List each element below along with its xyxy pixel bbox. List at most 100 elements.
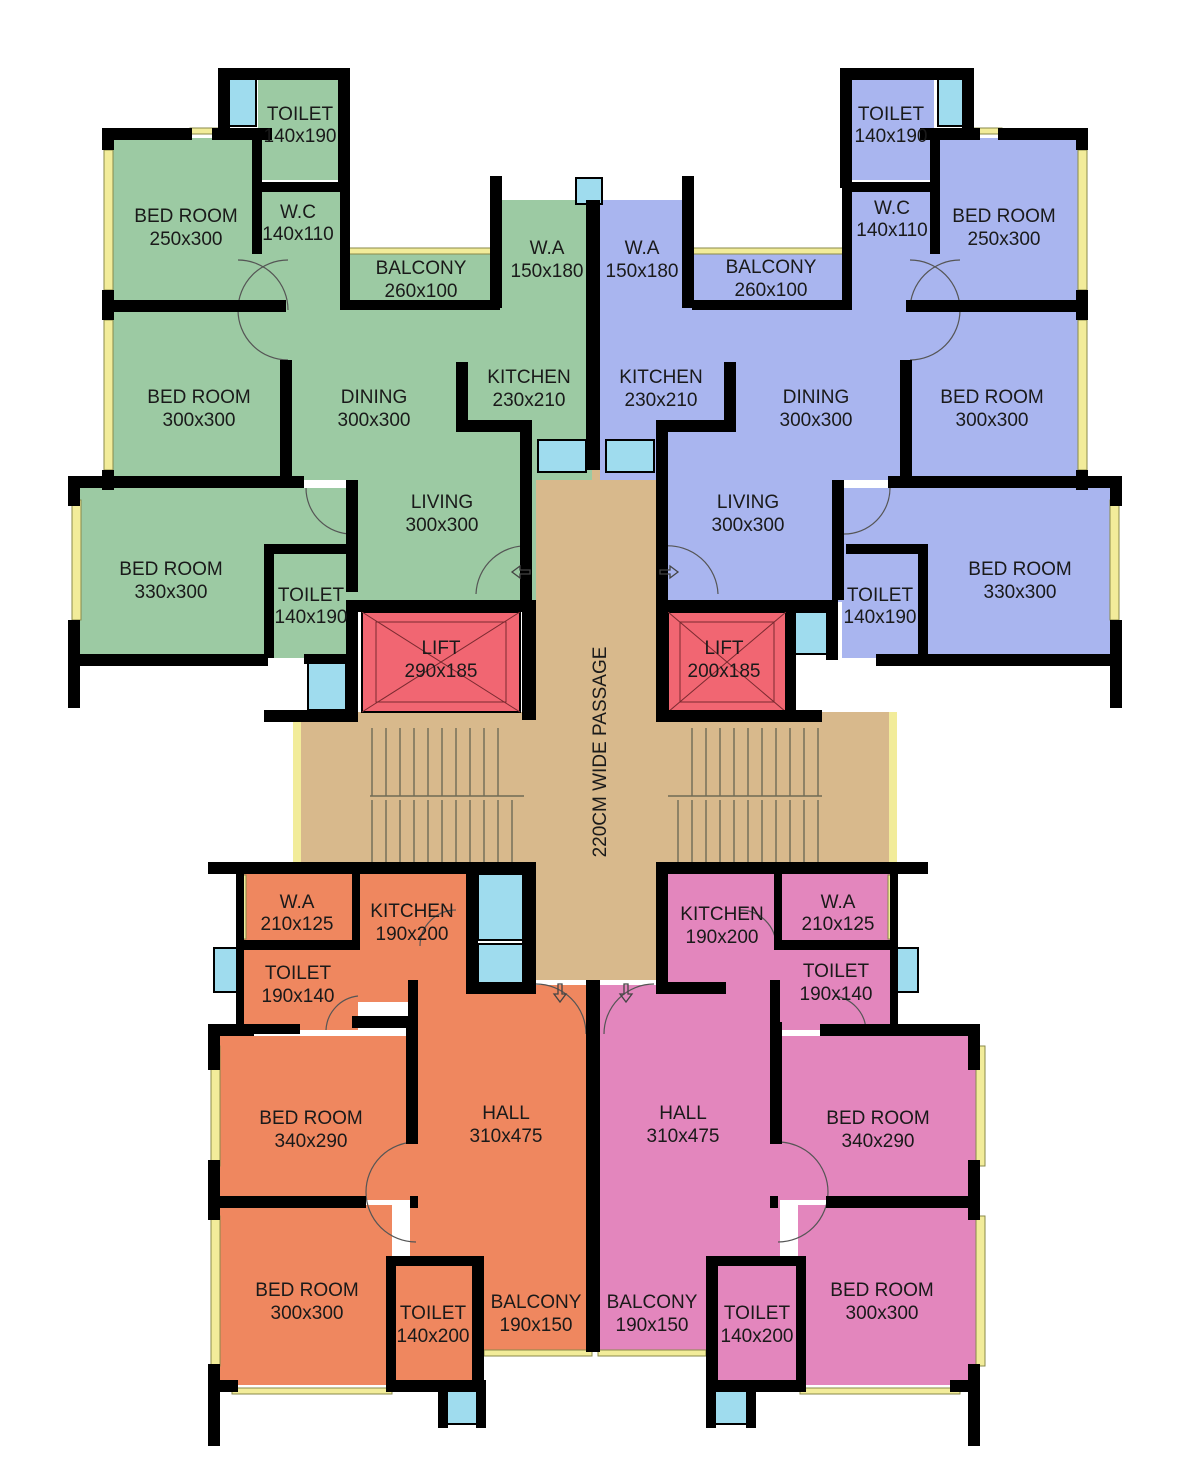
bl-bedroom1-size: 340x290 bbox=[275, 1131, 348, 1152]
entry-arrows bbox=[510, 564, 680, 1004]
tr-balcony-name: BALCONY bbox=[726, 257, 817, 278]
tl-toilet1-name: TOILET bbox=[267, 104, 334, 125]
bl-toilet2-size: 140x200 bbox=[397, 1326, 470, 1347]
tr-kitchen-name: KITCHEN bbox=[619, 367, 702, 388]
tr-bedroom3-size: 330x300 bbox=[984, 582, 1057, 603]
tr-bedroom3-fill bbox=[842, 488, 1114, 658]
arrow-down-right-icon bbox=[618, 983, 634, 1004]
tl-bedroom2-size: 300x300 bbox=[163, 410, 236, 431]
tr-living-name: LIVING bbox=[717, 492, 779, 513]
bl-wa-name: W.A bbox=[280, 892, 315, 913]
br-bedroom2-fill bbox=[798, 1205, 976, 1385]
br-wa-fill bbox=[778, 872, 894, 942]
bl-balcony-name: BALCONY bbox=[491, 1292, 582, 1313]
bl-kitchen-size: 190x200 bbox=[376, 924, 449, 945]
bl-toilet2-fill bbox=[396, 1262, 472, 1388]
tr-bedroom1-size: 250x300 bbox=[968, 229, 1041, 250]
bl-bedroom1-fill bbox=[220, 1036, 410, 1200]
br-toilet2-name: TOILET bbox=[724, 1303, 791, 1324]
arrow-right-icon bbox=[659, 564, 680, 580]
br-toilet1-fill bbox=[778, 950, 890, 1030]
tr-toilet2-name: TOILET bbox=[847, 585, 914, 606]
tr-wc-name: W.C bbox=[874, 198, 910, 219]
walls bbox=[68, 68, 1122, 1446]
br-kitchen-fill bbox=[666, 872, 780, 1002]
tr-bedroom2-size: 300x300 bbox=[956, 410, 1029, 431]
tl-lift-name: LIFT bbox=[421, 638, 460, 659]
tr-dining-size: 300x300 bbox=[780, 410, 853, 431]
tr-lift-name: LIFT bbox=[704, 638, 743, 659]
tr-wa-size: 150x180 bbox=[606, 261, 679, 282]
bl-bedroom2-size: 300x300 bbox=[271, 1303, 344, 1324]
br-toilet2-fill bbox=[718, 1262, 796, 1388]
bl-bedroom2-name: BED ROOM bbox=[255, 1280, 358, 1301]
tl-toilet2-size: 140x190 bbox=[275, 607, 348, 628]
tl-bedroom1-fill bbox=[113, 138, 259, 300]
tl-living-fill bbox=[350, 430, 536, 602]
br-hall-size: 310x475 bbox=[647, 1126, 720, 1147]
tl-kitchen-size: 230x210 bbox=[493, 390, 566, 411]
br-kitchen-name: KITCHEN bbox=[680, 904, 763, 925]
tl-living-size: 300x300 bbox=[406, 515, 479, 536]
bl-balcony-fill bbox=[482, 1262, 592, 1350]
tr-toilet1-name: TOILET bbox=[858, 104, 925, 125]
passage-label: 220CM WIDE PASSAGE bbox=[590, 647, 611, 858]
br-toilet1-name: TOILET bbox=[803, 961, 870, 982]
tl-wa-name: W.A bbox=[530, 238, 565, 259]
tl-dining-name: DINING bbox=[341, 387, 408, 408]
bl-toilet2-name: TOILET bbox=[400, 1303, 467, 1324]
br-toilet2-size: 140x200 bbox=[721, 1326, 794, 1347]
br-kitchen-size: 190x200 bbox=[686, 927, 759, 948]
tl-bedroom2-name: BED ROOM bbox=[147, 387, 250, 408]
tr-bedroom1-name: BED ROOM bbox=[952, 206, 1055, 227]
labels-top-right: TOILET 140x190 W.C 140x110 BED ROOM 250x… bbox=[606, 104, 1072, 682]
br-bedroom1-fill bbox=[780, 1036, 976, 1200]
central-passage bbox=[536, 470, 656, 980]
tr-wc-size: 140x110 bbox=[856, 220, 928, 241]
arrow-left-icon bbox=[510, 564, 531, 580]
tl-bedroom3-fill bbox=[80, 488, 350, 658]
labels-bottom-right: KITCHEN 190x200 W.A 210x125 TOILET 190x1… bbox=[607, 892, 934, 1347]
tl-dining-size: 300x300 bbox=[338, 410, 411, 431]
br-bedroom2-name: BED ROOM bbox=[830, 1280, 933, 1301]
tr-bedroom2-name: BED ROOM bbox=[940, 387, 1043, 408]
common-area: 220CM WIDE PASSAGE bbox=[293, 470, 897, 980]
tl-bedroom3-size: 330x300 bbox=[135, 582, 208, 603]
tl-lift-size: 290x185 bbox=[405, 661, 478, 682]
arrow-down-left-icon bbox=[552, 983, 568, 1004]
tl-kitchen-name: KITCHEN bbox=[487, 367, 570, 388]
tr-bedroom2-fill bbox=[906, 310, 1078, 478]
bl-bedroom1-name: BED ROOM bbox=[259, 1108, 362, 1129]
bl-wa-size: 210x125 bbox=[261, 914, 334, 935]
flat-top-left bbox=[80, 80, 592, 658]
bl-hall-size: 310x475 bbox=[470, 1126, 543, 1147]
tr-bedroom1-fill bbox=[930, 138, 1078, 300]
tr-balcony-size: 260x100 bbox=[735, 280, 808, 301]
bl-bedroom2-fill bbox=[220, 1205, 392, 1385]
tl-bedroom1-size: 250x300 bbox=[150, 229, 223, 250]
tl-wc-size: 140x110 bbox=[262, 224, 334, 245]
bl-hall-fill bbox=[410, 985, 592, 1265]
br-balcony-name: BALCONY bbox=[607, 1292, 698, 1313]
bl-toilet1-fill bbox=[244, 950, 358, 1030]
flat-top-right bbox=[600, 80, 1114, 658]
labels-bottom-left: W.A 210x125 KITCHEN 190x200 TOILET 190x1… bbox=[255, 892, 581, 1347]
bl-wa-fill bbox=[240, 872, 358, 942]
stair-edge-left bbox=[293, 712, 301, 862]
tr-toilet1-size: 140x190 bbox=[855, 126, 928, 147]
tr-living-size: 300x300 bbox=[712, 515, 785, 536]
br-balcony-size: 190x150 bbox=[616, 1315, 689, 1336]
tl-wc-name: W.C bbox=[280, 202, 316, 223]
tl-bedroom3-name: BED ROOM bbox=[119, 559, 222, 580]
br-bedroom1-name: BED ROOM bbox=[826, 1108, 929, 1129]
br-toilet1-size: 190x140 bbox=[800, 984, 873, 1005]
tr-toilet2-size: 140x190 bbox=[844, 607, 917, 628]
lift-right bbox=[667, 611, 787, 713]
tr-lift-size: 200x185 bbox=[688, 661, 761, 682]
br-bedroom2-size: 300x300 bbox=[846, 1303, 919, 1324]
tl-wa-size: 150x180 bbox=[511, 261, 584, 282]
br-balcony-fill bbox=[598, 1262, 708, 1350]
tl-toilet2-name: TOILET bbox=[278, 585, 345, 606]
br-wa-name: W.A bbox=[821, 892, 856, 913]
